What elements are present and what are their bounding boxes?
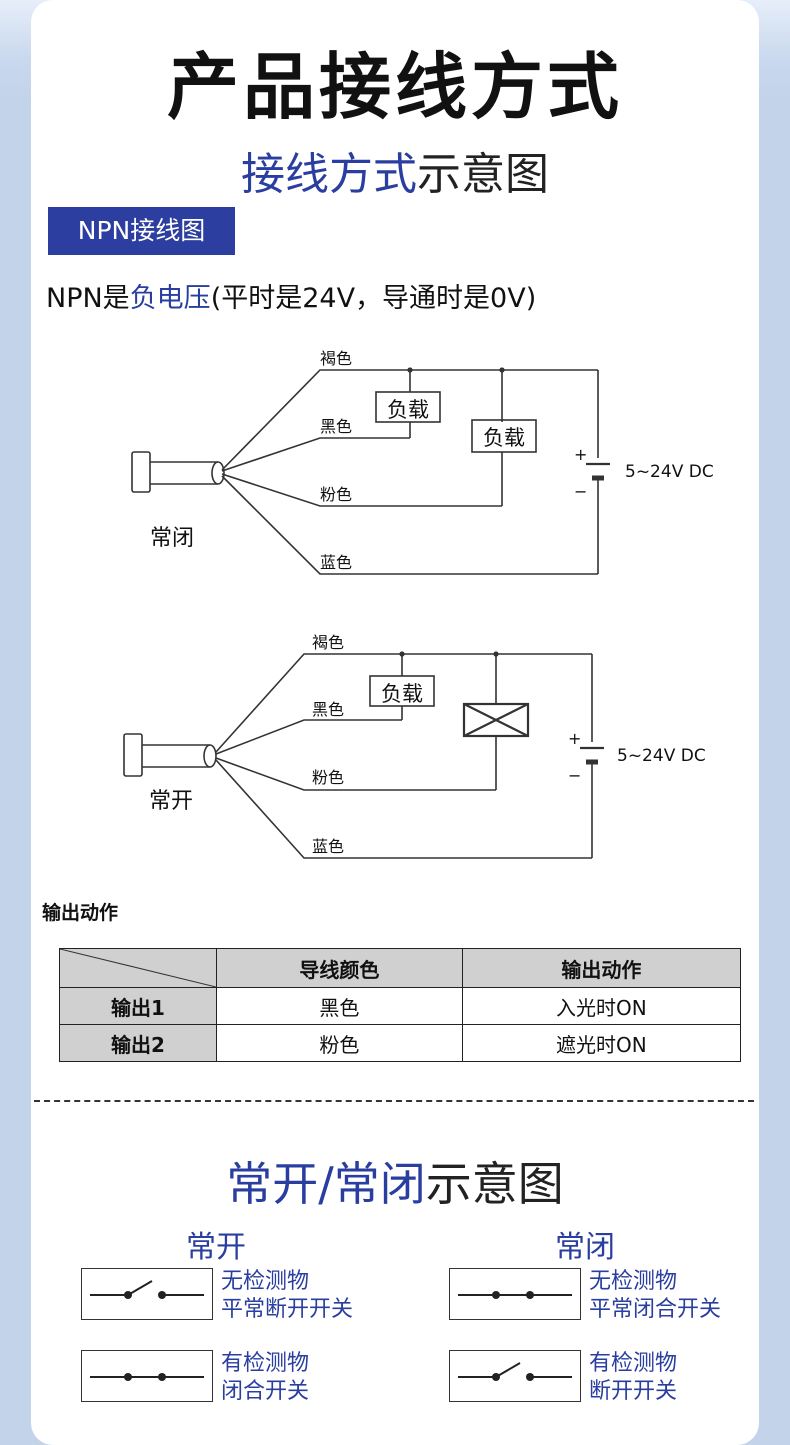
row-color: 黑色: [216, 987, 463, 1025]
cable-end: [211, 461, 225, 485]
sensor-label: 常开: [149, 789, 193, 814]
sensor-body: [131, 451, 151, 493]
header-output-action: 输出动作: [461, 948, 742, 988]
load1-box: [375, 391, 441, 423]
row-name: 输出2: [59, 1024, 217, 1062]
load1-label: 负载: [381, 682, 423, 706]
minus-sign: −: [574, 482, 587, 501]
section-divider: [34, 1100, 754, 1102]
supply-label: 5~24V DC: [617, 746, 706, 766]
minus-sign: −: [568, 766, 581, 785]
cable-end: [203, 744, 217, 768]
open-switch-icon: [90, 1280, 204, 1299]
nc-open-switch-symbol: [449, 1350, 581, 1402]
closed-switch-icon: [458, 1291, 572, 1299]
table-row: 输出2 粉色 遮光时ON: [59, 1024, 742, 1062]
no-state2-line1: 有检测物: [221, 1351, 310, 1376]
supply-label: 5~24V DC: [625, 462, 714, 482]
nc-column-title: 常闭: [555, 1230, 615, 1265]
open-switch-icon: [458, 1362, 572, 1381]
label-blue: 蓝色: [312, 837, 344, 856]
npn-desc-highlight: 负电压: [129, 283, 211, 314]
wire-blue: [215, 759, 592, 859]
no-closed-switch-symbol: [81, 1350, 213, 1402]
table-header-row: 导线颜色 输出动作: [59, 948, 742, 988]
npn-description: NPN是负电压(平时是24V，导通时是0V): [46, 276, 536, 315]
no-state1-text: 无检测物 平常断开开关: [221, 1268, 353, 1324]
no-state2-line2: 闭合开关: [221, 1379, 310, 1404]
plus-sign: +: [568, 729, 581, 748]
nc-state1-line1: 无检测物: [589, 1269, 678, 1294]
label-blue: 蓝色: [320, 553, 352, 572]
nc-wiring-diagram: 褐色 黑色 粉色 蓝色 负载 负载 + − 5~24V DC 常闭: [131, 349, 714, 575]
npn-desc-pre: NPN是: [46, 283, 130, 314]
output-section-title: 输出动作: [42, 902, 119, 924]
wire-blue: [221, 475, 598, 575]
closed-switch-icon: [90, 1373, 204, 1381]
subtitle-rest: 示意图: [417, 149, 549, 200]
row-action: 入光时ON: [461, 987, 742, 1025]
table-corner: [59, 948, 217, 988]
sensor-cable: [150, 461, 218, 485]
subtitle-highlight: 接线方式: [241, 149, 417, 200]
nc-state2-text: 有检测物 断开开关: [589, 1350, 677, 1406]
sensor-cable: [142, 744, 210, 768]
load2-box: [471, 419, 537, 453]
no-column-title: 常开: [186, 1230, 246, 1265]
wire-brown: [221, 369, 598, 471]
row-name: 输出1: [59, 987, 217, 1025]
no-open-switch-symbol: [81, 1268, 213, 1320]
npn-tag: NPN接线图: [48, 207, 235, 255]
table-row: 输出1 黑色 入光时ON: [59, 987, 742, 1025]
npn-desc-post: (平时是24V，导通时是0V): [210, 283, 537, 314]
row-color: 粉色: [216, 1024, 463, 1062]
switch-title-highlight: 常开/常闭: [226, 1157, 426, 1211]
page-title: 产品接线方式: [166, 45, 623, 129]
nc-state2-line1: 有检测物: [589, 1351, 678, 1376]
no-state2-text: 有检测物 闭合开关: [221, 1350, 309, 1406]
wire-black: [221, 437, 380, 472]
load2-label: 负载: [483, 426, 525, 450]
nc-state1-text: 无检测物 平常闭合开关: [589, 1268, 721, 1324]
sensor-label: 常闭: [150, 526, 194, 551]
wire-black: [215, 719, 370, 755]
corner-diagonal: [60, 949, 216, 987]
nc-closed-switch-symbol: [449, 1268, 581, 1320]
nc-state1-line2: 平常闭合开关: [589, 1297, 722, 1322]
load1-label: 负载: [387, 398, 429, 422]
no-wiring-diagram: 褐色 黑色 粉色 蓝色 负载 + − 5~24V DC 常开: [123, 633, 706, 859]
row-action: 遮光时ON: [461, 1024, 742, 1062]
header-wire-color: 导线颜色: [216, 948, 463, 988]
no-state1-line1: 无检测物: [221, 1269, 310, 1294]
no-state1-line2: 平常断开开关: [221, 1297, 354, 1322]
nc-state2-line2: 断开开关: [589, 1379, 678, 1404]
switch-section-title: 常开/常闭示意图: [0, 1148, 790, 1214]
sensor-body: [123, 733, 143, 777]
label-black: 黑色: [320, 417, 352, 436]
switch-title-rest: 示意图: [425, 1157, 564, 1211]
label-pink: 粉色: [320, 485, 352, 504]
output-table: 导线颜色 输出动作 输出1 黑色 入光时ON 输出2 粉色 遮光时ON: [59, 948, 742, 1062]
label-brown: 褐色: [312, 633, 344, 652]
label-black: 黑色: [312, 700, 344, 719]
wiring-subtitle: 接线方式示意图: [0, 138, 790, 202]
plus-sign: +: [574, 445, 587, 464]
label-brown: 褐色: [320, 349, 352, 368]
label-pink: 粉色: [312, 768, 344, 787]
wire-pink: [221, 473, 502, 507]
relay-cross: [463, 703, 529, 737]
wire-pink: [215, 757, 496, 791]
